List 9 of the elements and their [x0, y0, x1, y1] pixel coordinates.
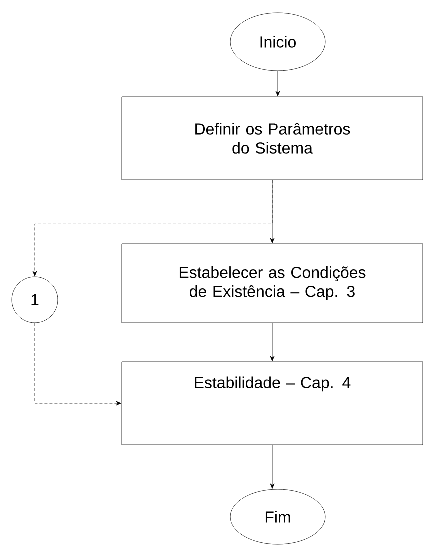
process-box: Estabilidade – Cap. 4 — [122, 362, 424, 446]
process-box: Estabelecer as Condições de Existência – Cap. 3 — [122, 244, 424, 324]
arrow — [270, 445, 275, 489]
arrow — [34, 323, 122, 406]
arrow — [270, 323, 275, 362]
arrow — [276, 71, 280, 96]
arrow — [32, 180, 273, 276]
arrow — [270, 180, 275, 244]
process-box: Definir os Parâmetros do Sistema — [122, 96, 424, 180]
